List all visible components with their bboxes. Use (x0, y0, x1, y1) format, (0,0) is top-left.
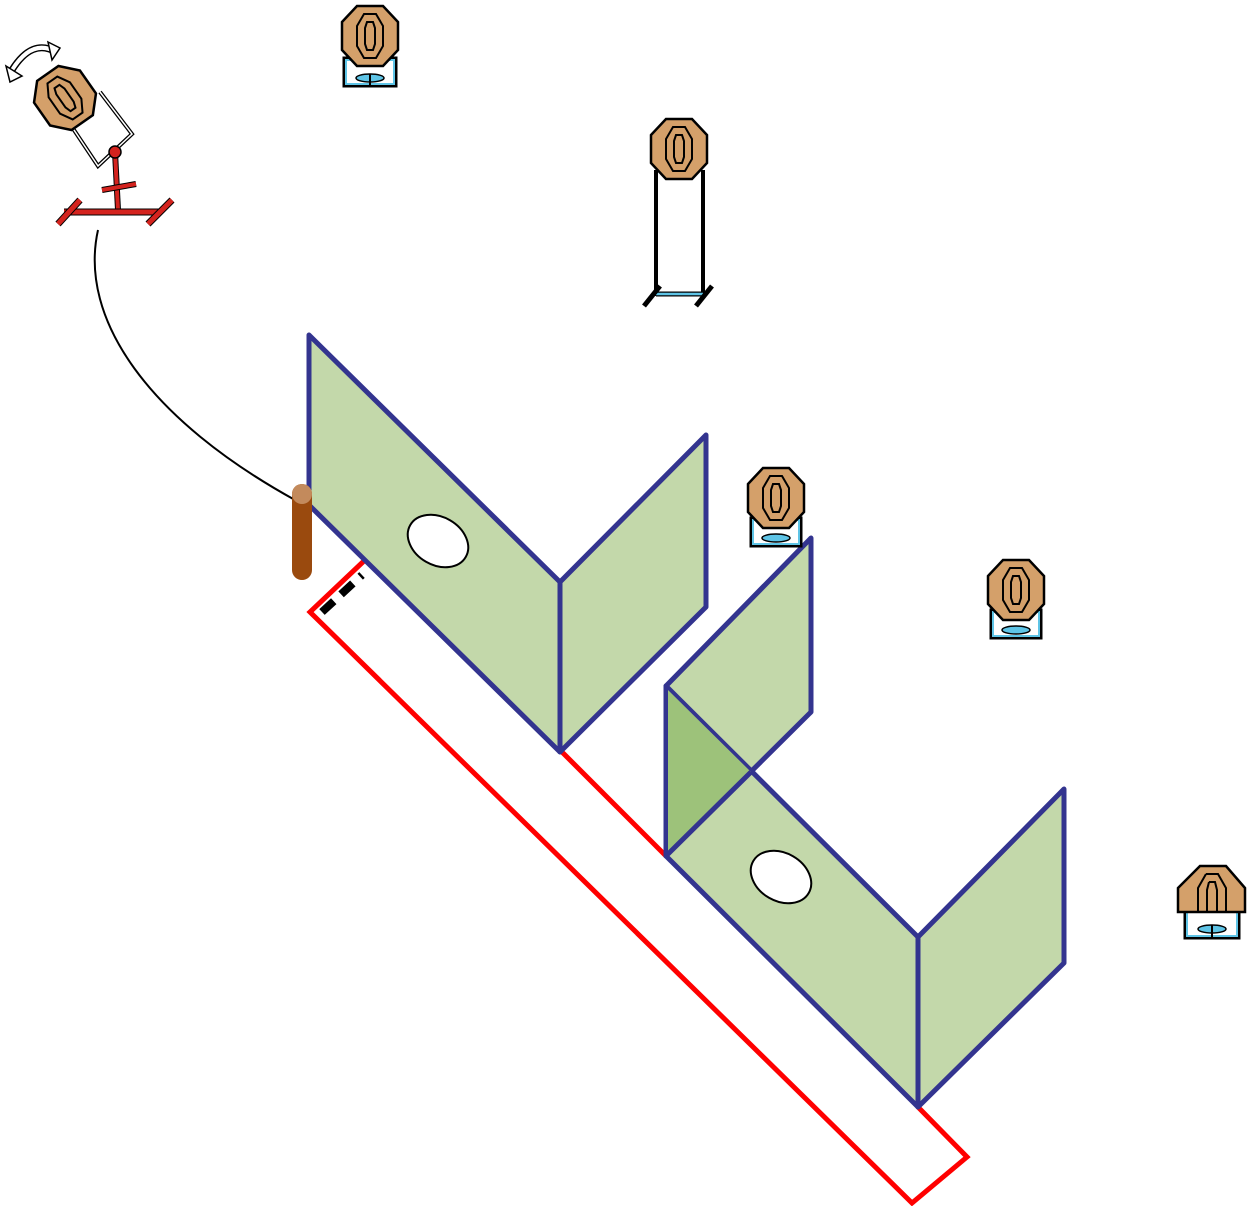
activator-cable (93, 229, 296, 501)
target-swinger (4, 40, 175, 227)
target-top (340, 4, 400, 88)
wall-lower (663, 683, 1067, 1110)
barrel-activator (93, 229, 312, 580)
fault-line-dash (319, 572, 365, 615)
wall-upper (306, 332, 709, 755)
swing-arrow-icon (4, 40, 62, 84)
target-middle (746, 466, 806, 548)
target-right-middle (986, 558, 1046, 640)
wall-overlap (668, 690, 751, 852)
port-lower (749, 849, 813, 905)
target-tall-stand (642, 117, 714, 308)
port-upper (406, 513, 470, 569)
target-far-right (1176, 864, 1247, 940)
fault-line-box (306, 558, 971, 1206)
barrel-icon (292, 484, 312, 580)
